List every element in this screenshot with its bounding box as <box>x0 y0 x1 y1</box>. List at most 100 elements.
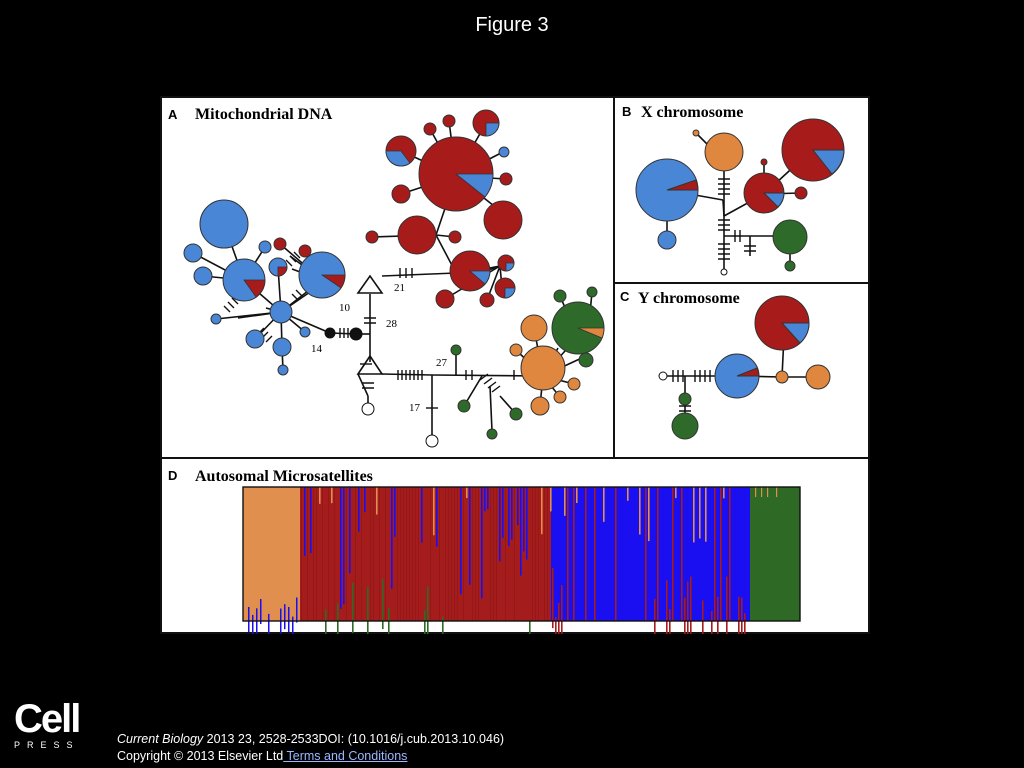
press-logo-word: PRESS <box>14 740 80 750</box>
admixture-stripe <box>529 620 531 634</box>
admixture-stripe <box>729 487 731 621</box>
admixture-stripe <box>331 487 333 504</box>
terms-and-conditions-link[interactable]: Terms and Conditions <box>283 749 408 763</box>
admixture-stripe <box>288 606 290 632</box>
x-chromosome-nodes <box>635 118 845 276</box>
admixture-stripe <box>585 487 587 621</box>
admixture-stripe <box>358 487 360 532</box>
admixture-stripe <box>505 487 506 621</box>
node-wedge-red <box>320 274 346 289</box>
admixture-stripe <box>561 584 563 634</box>
figure-3: A Mitochondrial DNA B X chromosome C Y c… <box>160 96 870 634</box>
admixture-stripe <box>439 487 440 621</box>
admixture-stripe <box>615 487 617 621</box>
mtdna-black-nodes <box>324 327 439 448</box>
admixture-stripe <box>523 487 525 552</box>
admixture-stripe <box>502 487 504 538</box>
admixture-stripe <box>550 487 552 512</box>
branch-number-28: 28 <box>386 318 398 330</box>
admixture-stripe <box>552 568 554 629</box>
cell-press-logo: Cell PRESS <box>14 699 86 750</box>
admixture-stripe <box>409 487 410 621</box>
admixture-stripe <box>564 487 566 516</box>
node-wedge-red <box>243 279 266 298</box>
admixture-stripe <box>511 487 513 540</box>
admixture-stripe <box>520 487 522 576</box>
admixture-stripe <box>517 487 519 526</box>
admixture-stripe <box>451 487 452 621</box>
journal-name: Current Biology <box>117 732 204 746</box>
admixture-stripe <box>334 487 335 621</box>
y-chromosome-nodes <box>658 295 831 440</box>
admixture-stripe <box>304 487 306 556</box>
admixture-stripe <box>361 487 362 621</box>
admixture-stripe <box>535 487 536 621</box>
admixture-stripe <box>699 487 701 539</box>
admixture-stripe <box>430 487 431 621</box>
citation-line: Current Biology 2013 23, 2528-2533DOI: (… <box>117 731 504 748</box>
panel-c-letter: C <box>620 289 630 304</box>
admixture-stripe <box>421 487 423 543</box>
admixture-stripe <box>672 487 674 621</box>
admixture-stripe <box>544 487 545 621</box>
citation-details: 2013 23, 2528-2533DOI: (10.1016/j.cub.20… <box>203 732 505 746</box>
admixture-stripe <box>711 611 713 634</box>
structure-barplot <box>242 486 801 634</box>
admixture-stripe <box>532 487 533 621</box>
admixture-stripe <box>328 487 329 621</box>
node-wedge-blue <box>454 173 494 198</box>
admixture-stripe <box>693 487 695 543</box>
admixture-stripe <box>469 487 471 585</box>
admixture-stripe <box>301 487 302 621</box>
admixture-stripe <box>541 487 543 535</box>
admixture-stripe <box>466 487 468 498</box>
admixture-stripe <box>367 586 369 634</box>
admixture-stripe <box>379 487 380 621</box>
panel-d-title: Autosomal Microsatellites <box>195 468 373 485</box>
admixture-stripe <box>496 487 497 621</box>
admixture-stripe <box>594 487 596 621</box>
admixture-stripe <box>567 487 569 621</box>
panel-c-title: Y chromosome <box>638 290 740 307</box>
admixture-stripe <box>403 487 404 621</box>
copyright-line: Copyright © 2013 Elsevier Ltd Terms and … <box>117 748 504 765</box>
admixture-stripe <box>370 487 371 621</box>
admixture-stripe <box>457 487 458 621</box>
node-wedge-orange <box>577 327 605 339</box>
admixture-stripe <box>460 487 462 595</box>
admixture-stripe <box>268 613 270 634</box>
admixture-stripe <box>576 487 578 504</box>
admixture-stripe <box>526 487 528 560</box>
admixture-stripe <box>349 487 351 574</box>
admixture-stripe <box>720 487 722 621</box>
admixture-stripe <box>412 487 413 621</box>
admixture-stripe <box>487 487 489 510</box>
node-wedge-blue <box>505 262 515 272</box>
admixture-stripe <box>681 487 683 621</box>
admixture-stripe <box>415 487 416 621</box>
admixture-stripe <box>436 487 438 547</box>
admixture-stripe <box>284 604 286 630</box>
admixture-stripe <box>726 576 728 634</box>
admixture-stripe <box>319 487 321 504</box>
admixture-stripe <box>391 487 393 589</box>
orange-cluster-block <box>243 487 300 621</box>
admixture-stripe <box>702 600 704 634</box>
admixture-stripe <box>376 487 378 515</box>
mtdna-blue-nodes <box>183 146 510 376</box>
admixture-stripe <box>558 602 560 634</box>
admixture-stripe <box>296 597 298 623</box>
panel-b-title: X chromosome <box>641 104 743 121</box>
admixture-stripe <box>714 487 716 621</box>
admixture-stripe <box>627 487 629 501</box>
panel-d-letter: D <box>168 468 177 483</box>
admixture-stripe <box>346 487 347 621</box>
admixture-stripe <box>292 616 294 634</box>
node-wedge-red <box>277 266 288 277</box>
admixture-stripe <box>481 487 483 599</box>
admixture-stripe <box>352 583 354 634</box>
admixture-stripe <box>394 487 396 537</box>
admixture-stripe <box>424 610 426 634</box>
branch-number-17: 17 <box>409 402 421 414</box>
admixture-stripe <box>717 596 719 634</box>
